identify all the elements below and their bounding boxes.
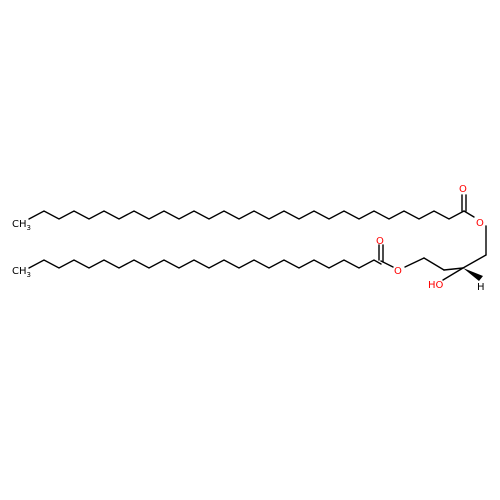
stereo-hydrogen-label: H: [477, 282, 485, 293]
carbonyl-oxygen-top-label: O: [459, 184, 467, 195]
hydroxyl-label: HO: [428, 280, 444, 291]
stereo-wedge: [463, 268, 483, 281]
ester-oxygen-top-label: O: [476, 218, 484, 229]
top-acyl-chain: [28, 194, 487, 269]
ch-bridge-bond: [443, 267, 464, 271]
bottom-acyl-chain: [28, 244, 445, 271]
hydroxyl-bond: [442, 267, 464, 281]
methyl-top-label: CH3: [12, 219, 31, 232]
carbonyl-oxygen-bottom-label: O: [376, 236, 384, 247]
top-ch2-ch-bond: [462, 254, 487, 269]
glycerol-backbone: [442, 267, 483, 281]
methyl-bottom-label: CH3: [12, 266, 31, 279]
bottom-ester-bond: [380, 260, 394, 268]
ester-oxygen-bottom-label: O: [394, 266, 402, 277]
bottom-ch2-ch-bond: [423, 257, 445, 271]
bottom-chain-bonds: [28, 259, 382, 269]
bottom-o-ch2-bond: [404, 257, 425, 268]
top-chain-bonds: [28, 210, 465, 220]
top-ester-bond: [463, 210, 475, 218]
